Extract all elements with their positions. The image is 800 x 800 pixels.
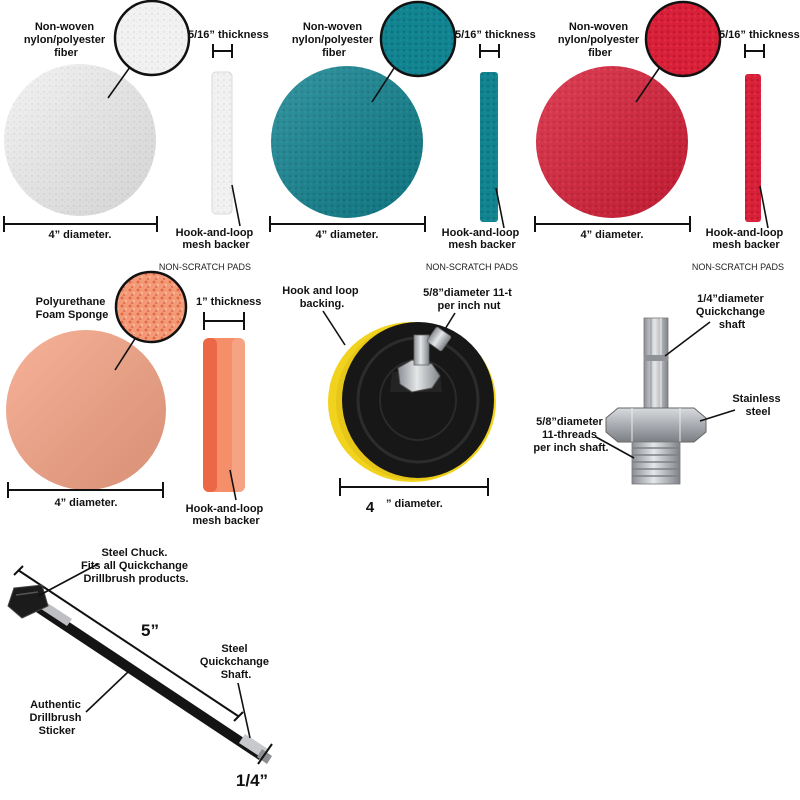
backing-label-1: Hook and loop <box>282 285 359 297</box>
white-thickness-label: 5/16” thickness <box>188 29 269 41</box>
adapter-threads-label-3: per inch shaft. <box>533 442 608 454</box>
backing-nut-label-2: per inch nut <box>438 300 501 312</box>
red-pad-magnifier <box>644 0 722 78</box>
backing-plate-panel: Hook and loop backing. 5/8”diameter 11-t… <box>282 285 515 516</box>
red-diameter-label: 4” diameter. <box>581 229 644 241</box>
svg-text:1/4”diameter Quickchange: 1/4”diameter Quickchange shaft <box>696 293 768 331</box>
teal-pad-magnifier <box>379 0 457 78</box>
white-fiber-label-1: Non-woven <box>35 21 95 33</box>
adapter-shaft-label-1: 1/4”diameter <box>697 293 764 305</box>
extension-chuck-label-1: Steel Chuck. <box>101 547 167 559</box>
adapter-hex-nut <box>605 407 707 443</box>
foam-diameter-label: 4” diameter. <box>55 497 118 509</box>
white-fiber-label-3: fiber <box>54 47 79 59</box>
white-fiber-label-2: nylon/polyester <box>24 34 106 46</box>
white-pad-edge <box>211 71 233 215</box>
red-fiber-label-1: Non-woven <box>569 21 629 33</box>
foam-pad-magnifier <box>114 270 188 344</box>
adapter-shaft-label-2: Quickchange <box>696 306 765 318</box>
extension-sticker-label-3: Sticker <box>39 725 76 737</box>
svg-text:Authentic Drillbrush: Authentic Drillbrush Sticker <box>29 699 84 737</box>
red-backer-label-2: mesh backer <box>712 239 780 251</box>
teal-pad-edge <box>480 72 498 222</box>
teal-fiber-label-3: fiber <box>322 47 347 59</box>
adapter-material-label-1: Stainless <box>732 393 780 405</box>
teal-diameter-label: 4” diameter. <box>316 229 379 241</box>
foam-backer-label-2: mesh backer <box>192 515 260 527</box>
extension-chuck-label-3: Drillbrush products. <box>83 573 188 585</box>
foam-pad-panel: Polyurethane Foam Sponge 1” thickness Ho… <box>6 270 267 527</box>
white-pad-panel: Non-woven nylon/polyester fiber 5/16” th… <box>3 0 269 272</box>
extension-shaft-label-3: Shaft. <box>221 669 252 681</box>
red-pad-edge <box>745 74 761 222</box>
backing-diameter-label: ” diameter. <box>386 498 443 510</box>
extension-width-label: 1/4” <box>236 771 268 790</box>
extension-shaft-label-1: Steel <box>221 643 247 655</box>
svg-text:Polyurethane Foam Sponge: Polyurethane Foam Sponge <box>36 296 109 321</box>
extension-length-label: 5” <box>141 621 159 640</box>
teal-pad-panel: Non-woven nylon/polyester fiber 5/16” th… <box>269 0 536 272</box>
adapter-shaft-label-3: shaft <box>719 319 746 331</box>
white-diameter-label: 4” diameter. <box>49 229 112 241</box>
adapter-material-label-2: steel <box>745 406 770 418</box>
white-backer-label-1: Hook-and-loop <box>176 227 254 239</box>
svg-text:Hook-and-loop mesh backe: Hook-and-loop mesh backer <box>176 227 257 251</box>
svg-text:Non-woven nylon/polyeste: Non-woven nylon/polyester fiber <box>24 21 108 59</box>
adapter-hex-shaft <box>643 317 669 411</box>
backing-diameter-number: 4 <box>366 499 375 516</box>
red-backer-label-1: Hook-and-loop <box>706 227 784 239</box>
adapter-threads-label-2: 11-threads <box>542 429 597 441</box>
teal-fiber-label-1: Non-woven <box>303 21 363 33</box>
svg-text:Non-woven nylon/polyeste: Non-woven nylon/polyester fiber <box>292 21 376 59</box>
foam-backer-label-1: Hook-and-loop <box>186 503 264 515</box>
extension-sticker-label-2: Drillbrush <box>29 712 81 724</box>
extension-sticker-label-1: Authentic <box>30 699 81 711</box>
backing-black-plate <box>342 322 494 478</box>
svg-text:Steel Quickchange: Steel Quickchange Shaft. <box>200 643 272 681</box>
svg-text:Hook-and-loop mesh backe: Hook-and-loop mesh backer <box>442 227 523 251</box>
svg-text:Hook and loop backing.: Hook and loop backing. <box>282 285 361 310</box>
svg-text:Non-woven nylon/polyeste: Non-woven nylon/polyester fiber <box>558 21 642 59</box>
svg-text:Hook-and-loop mesh backe: Hook-and-loop mesh backer <box>706 227 787 251</box>
red-tag-label: NON-SCRATCH PADS <box>692 262 784 272</box>
red-thickness-label: 5/16” thickness <box>719 29 800 41</box>
svg-text:Stainless steel: Stainless steel <box>732 393 783 418</box>
backing-label-2: backing. <box>300 298 345 310</box>
teal-backer-label-1: Hook-and-loop <box>442 227 520 239</box>
red-fiber-label-3: fiber <box>588 47 613 59</box>
red-fiber-label-2: nylon/polyester <box>558 34 640 46</box>
svg-text:5/8”diameter 11-threads: 5/8”diameter 11-threads per inch shaft. <box>533 416 608 454</box>
teal-tag-label: NON-SCRATCH PADS <box>426 262 518 272</box>
white-pad-magnifier <box>113 0 191 77</box>
extension-shaft-label-2: Quickchange <box>200 656 269 668</box>
teal-thickness-label: 5/16” thickness <box>455 29 536 41</box>
foam-material-label-1: Polyurethane <box>36 296 106 308</box>
teal-backer-label-2: mesh backer <box>448 239 516 251</box>
svg-text:5/8”diameter 11-t per in: 5/8”diameter 11-t per inch nut <box>423 287 515 312</box>
backing-nut <box>397 326 452 393</box>
extension-chuck-label-2: Fits all Quickchange <box>81 560 188 572</box>
foam-material-label-2: Foam Sponge <box>36 309 109 321</box>
foam-thickness-label: 1” thickness <box>196 296 261 308</box>
extension-panel: Steel Chuck. Fits all Quickchange Drillb… <box>7 547 273 790</box>
white-backer-label-2: mesh backer <box>182 239 250 251</box>
white-tag-label: NON-SCRATCH PADS <box>159 262 251 272</box>
teal-fiber-label-2: nylon/polyester <box>292 34 374 46</box>
adapter-threads-label-1: 5/8”diameter <box>536 416 603 428</box>
red-pad-panel: Non-woven nylon/polyester fiber 5/16” th… <box>534 0 800 272</box>
svg-text:Hook-and-loop mesh backe: Hook-and-loop mesh backer <box>186 503 267 527</box>
svg-text:Steel Chuck. Fits all Qu: Steel Chuck. Fits all Quickchange Drillb… <box>81 547 191 585</box>
adapter-threaded-shaft <box>631 441 681 485</box>
adapter-panel: 1/4”diameter Quickchange shaft Stainless… <box>533 293 783 485</box>
extension-chuck <box>7 584 49 619</box>
backing-nut-label-1: 5/8”diameter 11-t <box>423 287 512 299</box>
